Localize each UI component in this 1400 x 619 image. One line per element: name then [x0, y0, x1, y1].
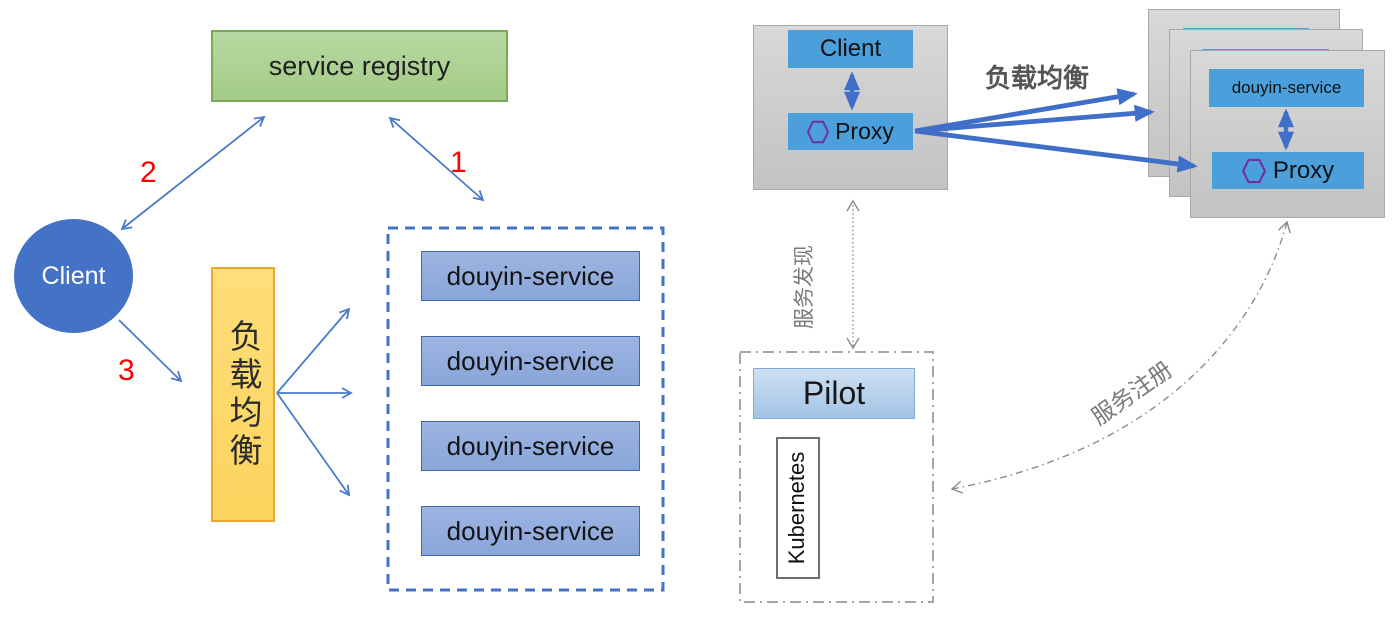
- douyin-service-box-2: douyin-service: [421, 336, 640, 386]
- douyin-service-box-3: douyin-service: [421, 421, 640, 471]
- hexagon-icon: [1241, 158, 1266, 183]
- arrow-proxy-card-mid: [914, 104, 1155, 134]
- douyin-service-box-4: douyin-service: [421, 506, 640, 556]
- service-register-label: 服务注册: [1086, 356, 1178, 431]
- kubernetes-label: Kubernetes: [784, 451, 809, 565]
- stack-proxy-label: Proxy: [1272, 156, 1335, 184]
- douyin-service-label: douyin-service: [446, 515, 615, 546]
- arrow-registry-services: [388, 116, 485, 202]
- step-1-label: 1: [450, 146, 467, 179]
- step-3-label: 3: [118, 354, 135, 387]
- douyin-service-box-1: douyin-service: [421, 251, 640, 301]
- douyin-service-label: douyin-service: [446, 260, 615, 291]
- load-balancer-box: 负载均衡: [211, 267, 275, 522]
- pod-proxy-label: Proxy: [835, 118, 894, 144]
- stack-douyin-service-label: douyin-service: [1231, 78, 1342, 97]
- pilot-box: Pilot: [753, 368, 915, 419]
- load-balancer-label: 负载均衡: [225, 318, 262, 471]
- pod-client-box: Client: [788, 30, 913, 68]
- client-circle: Client: [14, 219, 133, 333]
- stack-douyin-service-box: douyin-service: [1209, 69, 1364, 107]
- client-label: Client: [41, 261, 106, 290]
- service-registry-box: service registry: [211, 30, 508, 102]
- step-2-label: 2: [140, 156, 157, 189]
- arrow-lb-service-top: [276, 307, 351, 394]
- load-balancing-arrow-label: 负载均衡: [985, 63, 1090, 93]
- stack-proxy-box: Proxy: [1212, 152, 1364, 189]
- pilot-label: Pilot: [802, 375, 866, 411]
- douyin-service-label: douyin-service: [446, 345, 615, 376]
- pod-client-label: Client: [819, 35, 882, 62]
- arrow-lb-service-bottom: [276, 392, 351, 497]
- arrow-service-register: [950, 220, 1291, 494]
- pod-proxy-box: Proxy: [788, 113, 913, 150]
- service-card-front: douyin-service Proxy: [1190, 50, 1385, 218]
- hexagon-icon: [807, 120, 830, 143]
- service-discovery-label: 服务发现: [793, 245, 816, 329]
- douyin-service-label: douyin-service: [446, 430, 615, 461]
- service-registry-label: service registry: [268, 50, 451, 81]
